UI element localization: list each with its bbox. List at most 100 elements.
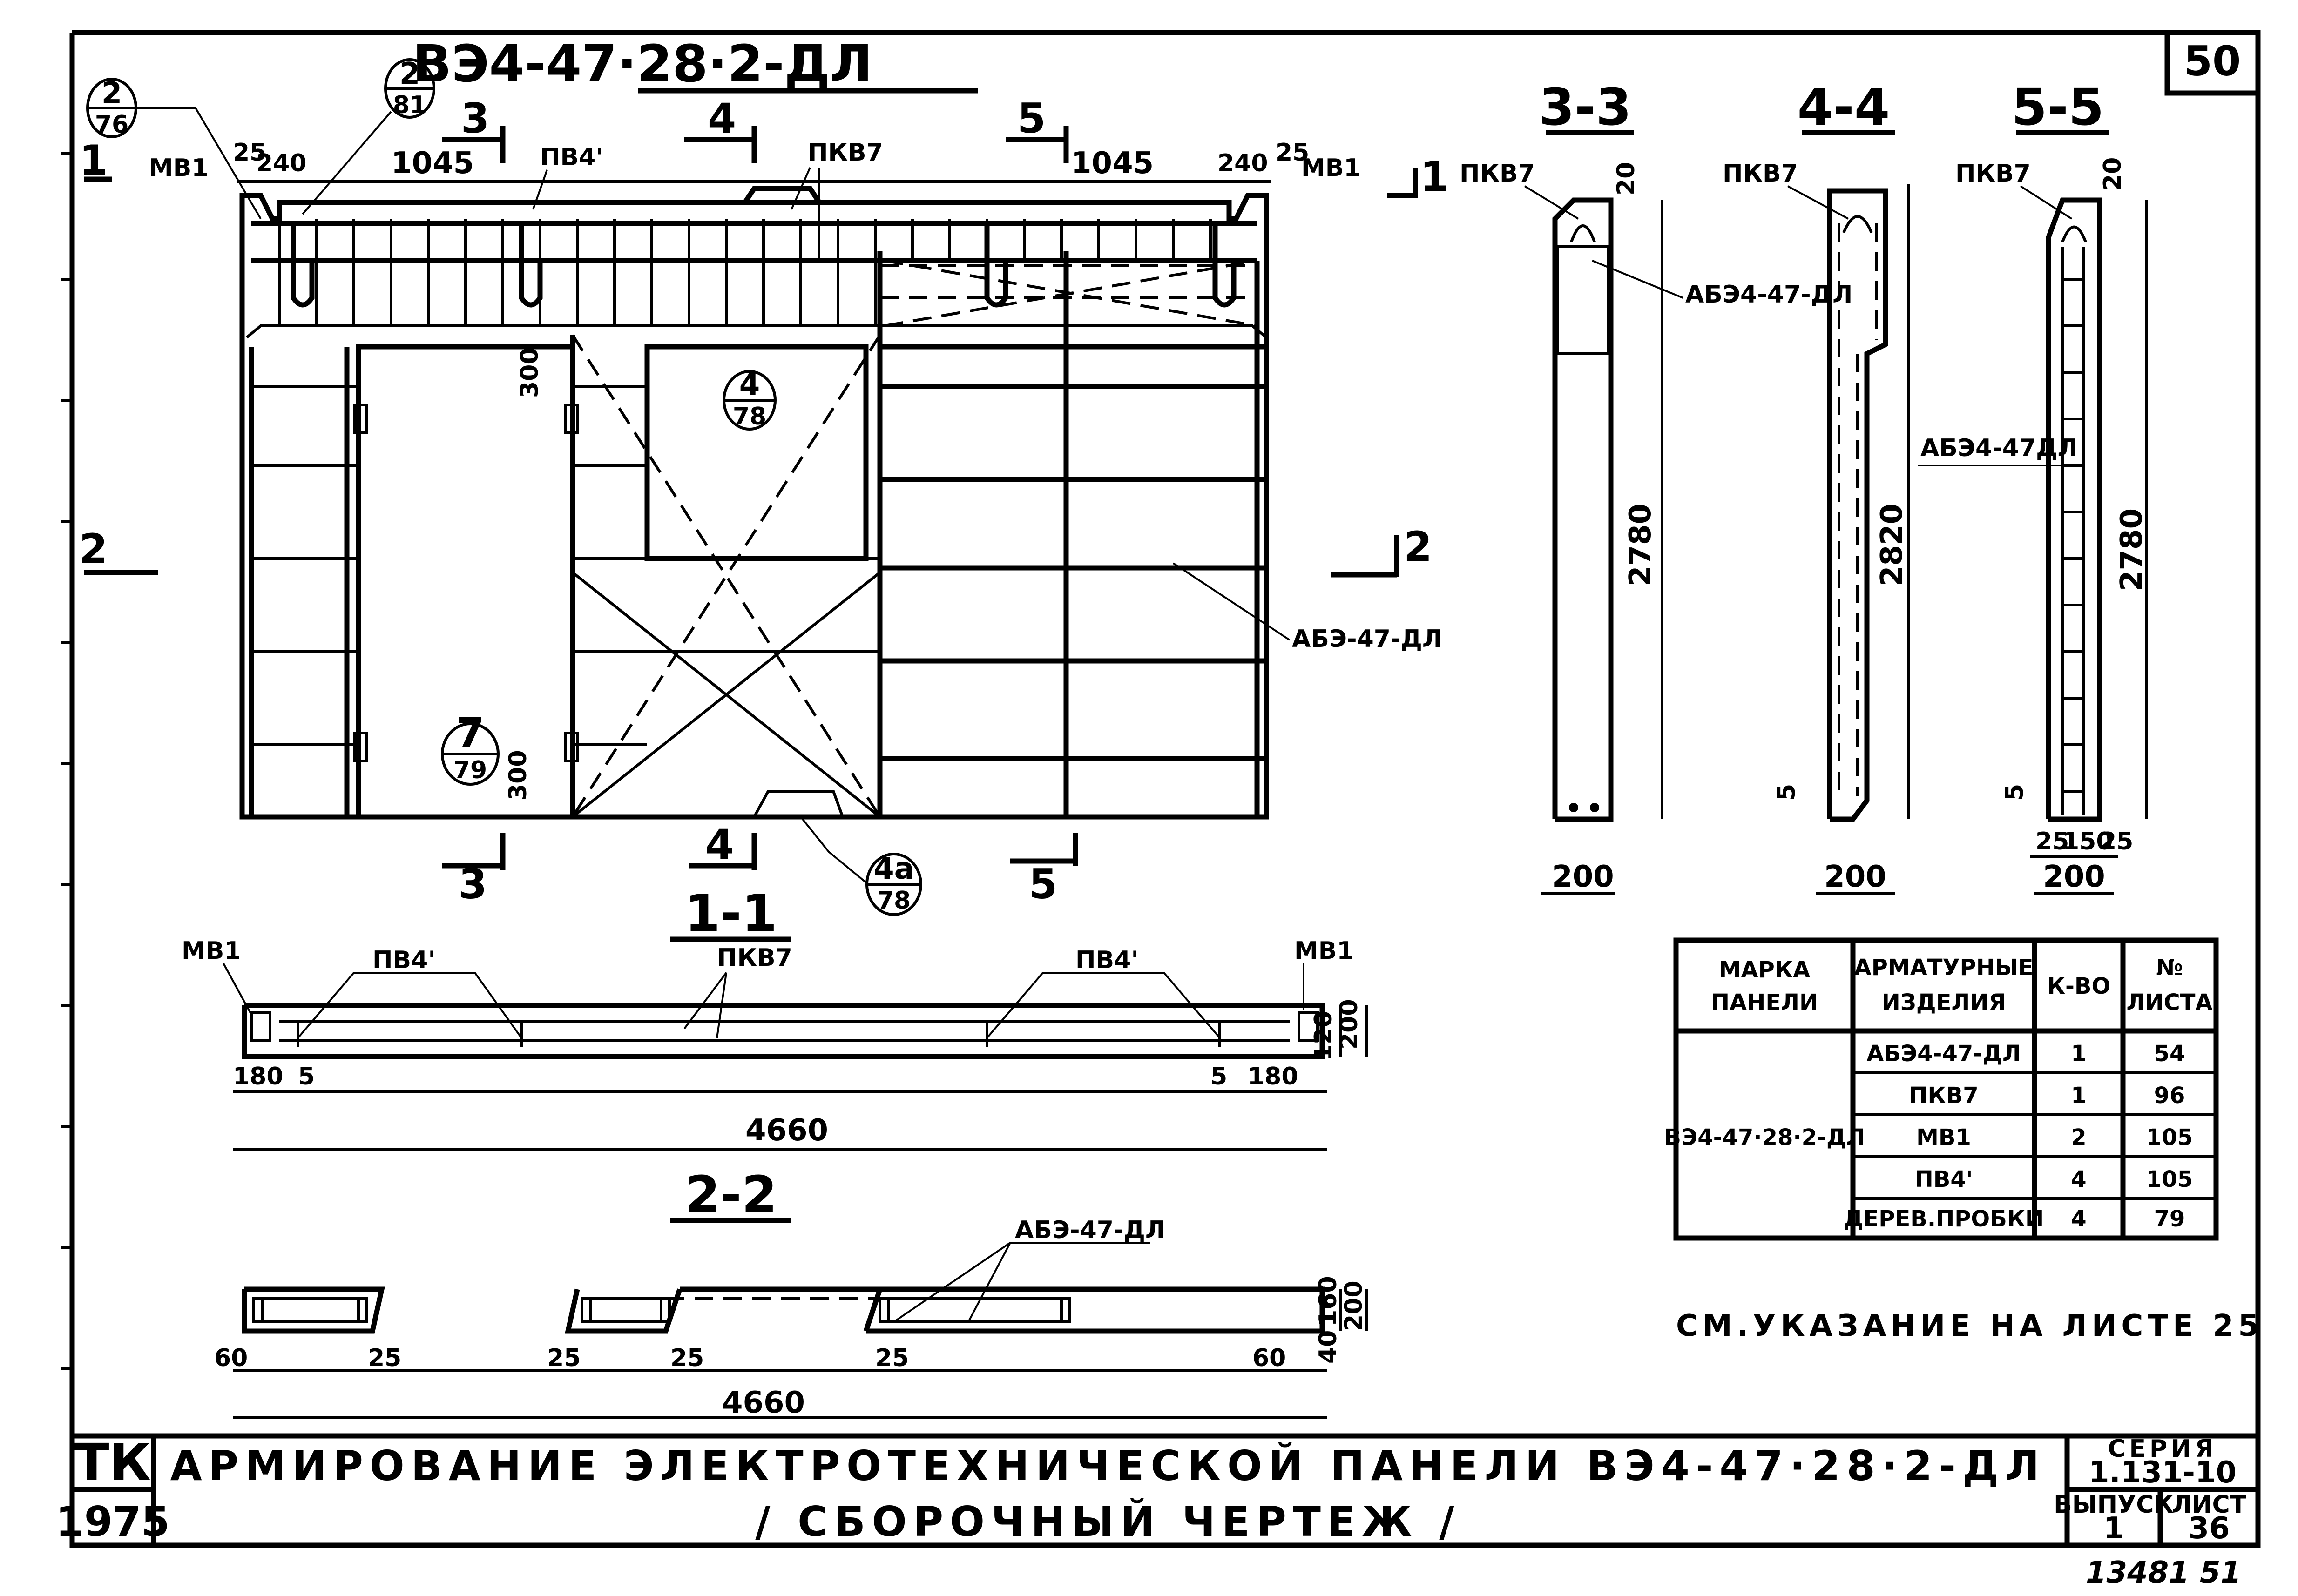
- section-1-1-mv1-right: МВ1: [1294, 937, 1354, 965]
- callout-7-79: 7 79: [441, 709, 500, 786]
- top-dimensions: 25 240 1045 1045 240 25: [233, 139, 1309, 183]
- issue-label: ВЫПУСК: [2054, 1491, 2174, 1519]
- main-view: ВЭ4-47·28·2-ДЛ: [79, 34, 1448, 916]
- section-4-4-title: 4-4: [1798, 77, 1890, 137]
- section-2-2-length: 4660: [722, 1386, 805, 1420]
- row-sheet: 79: [2154, 1206, 2185, 1232]
- cut-5-top: 5: [1017, 94, 1046, 142]
- section-1-1-pkv7: ПКВ7: [717, 944, 792, 972]
- org-code: ТК: [74, 1433, 151, 1492]
- section-3-3: 3-3 ПКВ7 АБЭ4-47-ДЛ 2780 20 200: [1460, 77, 1852, 895]
- lifting-loops: [291, 223, 1237, 308]
- section-1-1-d180-left: 180: [233, 1063, 284, 1091]
- label-mv1-right: МВ1: [1301, 154, 1361, 182]
- sheet-label: ЛИСТ: [2172, 1491, 2247, 1519]
- row-sheet: 96: [2154, 1083, 2185, 1109]
- section-2-2-d60-left: 60: [214, 1344, 248, 1372]
- th-mark-1: МАРКА: [1719, 957, 1810, 983]
- callout-bottom: 78: [877, 887, 911, 915]
- cut-marks: 1 1 2 2 3 3 4 4 5 5: [79, 94, 1448, 908]
- cut-4-bottom: 4: [705, 821, 734, 869]
- th-items-1: АРМАТУРНЫЕ: [1854, 955, 2034, 981]
- section-3-3-height: 2780: [1623, 504, 1658, 586]
- section-5-5-width: 200: [2043, 860, 2105, 894]
- pencil-note: 13481 51: [2086, 1556, 2241, 1590]
- label-mv1-left: МВ1: [149, 154, 209, 182]
- callout-4a-78: 4а 78: [800, 816, 922, 916]
- row-item: АБЭ4-47-ДЛ: [1866, 1041, 2021, 1067]
- section-2-2-title: 2-2: [685, 1165, 777, 1225]
- section-2-2-d25-c: 25: [670, 1344, 704, 1372]
- callout-bottom: 79: [453, 756, 487, 784]
- title-block: ТК 1975 АРМИРОВАНИЕ ЭЛЕКТРОТЕХНИЧЕСКОЙ П…: [56, 1433, 2258, 1546]
- row-item: МВ1: [1916, 1125, 1971, 1151]
- row-item: ПКВ7: [1909, 1083, 1978, 1109]
- section-3-3-label-pkv7: ПКВ7: [1460, 160, 1535, 188]
- callout-bottom: 76: [95, 111, 128, 139]
- section-2-2-d200: 200: [1340, 1280, 1368, 1331]
- section-2-2-d40: 40: [1314, 1330, 1342, 1364]
- row-qty: 1: [2071, 1041, 2086, 1067]
- dim-300-bottom: 300: [504, 750, 532, 801]
- callout-top: 2: [101, 76, 122, 111]
- section-5-5-d25-left: 25: [2035, 828, 2069, 855]
- table-row: ПКВ7 1 96: [1909, 1083, 2185, 1109]
- sheet-value: 36: [2188, 1511, 2230, 1546]
- cut-3-top: 3: [461, 94, 489, 142]
- dim-1045-left: 1045: [391, 146, 474, 181]
- callout-4-78: 4 78: [723, 368, 777, 431]
- dim-240-right: 240: [1217, 149, 1268, 177]
- row-item: ДЕРЕВ.ПРОБКИ: [1844, 1206, 2044, 1232]
- top-rebar-zone: [251, 219, 1257, 327]
- th-items-2: ИЗДЕЛИЯ: [1882, 990, 2006, 1016]
- section-2-2-d160: 160: [1314, 1276, 1342, 1327]
- drawing-title-line2: / СБОРОЧНЫЙ ЧЕРТЕЖ /: [755, 1498, 1460, 1546]
- callout-2-81: 2 81: [302, 57, 435, 215]
- th-qty: К-ВО: [2047, 973, 2111, 999]
- th-sheet-2: ЛИСТА: [2126, 990, 2212, 1016]
- row-qty: 4: [2071, 1166, 2086, 1192]
- section-1-1-pv4-left: ПВ4': [372, 946, 435, 974]
- row-qty: 1: [2071, 1083, 2086, 1109]
- callout-bottom: 81: [393, 91, 426, 119]
- section-5-5-label-ab: АБЭ4-47ДЛ: [1920, 434, 2078, 462]
- section-3-3-label-ab: АБЭ4-47-ДЛ: [1685, 281, 1852, 309]
- sheet-number: 50: [2184, 37, 2241, 85]
- series-value: 1.131-10: [2088, 1455, 2237, 1490]
- section-5-5-label-pkv7: ПКВ7: [1955, 160, 2031, 188]
- section-5-5: 5-5 ПКВ7 АБЭ4-47ДЛ 2780 20 5 25 150 25 2…: [1918, 77, 2149, 895]
- table-row: ПВ4' 4 105: [1915, 1166, 2193, 1192]
- cut-1-right: 1: [1420, 153, 1448, 201]
- section-2-2-d25-d: 25: [875, 1344, 909, 1372]
- main-view-title: ВЭ4-47·28·2-ДЛ: [412, 34, 872, 94]
- spec-table: МАРКА ПАНЕЛИ АРМАТУРНЫЕ ИЗДЕЛИЯ К-ВО № Л…: [1664, 937, 2219, 1241]
- row-item: ПВ4': [1915, 1166, 1973, 1192]
- cut-1-left: 1: [79, 136, 108, 184]
- table-row: АБЭ4-47-ДЛ 1 54: [1866, 1041, 2185, 1067]
- cut-2-left: 2: [79, 525, 108, 573]
- label-pkv7: ПКВ7: [808, 139, 883, 167]
- section-5-5-d20: 20: [2099, 157, 2127, 191]
- label-ab3: АБЭ-47-ДЛ: [1292, 625, 1442, 653]
- row-sheet: 54: [2154, 1041, 2185, 1067]
- cut-4-top: 4: [708, 94, 736, 142]
- section-5-5-height: 2780: [2115, 508, 2149, 591]
- year: 1975: [56, 1498, 170, 1546]
- section-1-1-title: 1-1: [685, 883, 777, 943]
- label-pv4: ПВ4': [540, 143, 603, 171]
- section-3-3-title: 3-3: [1539, 77, 1632, 137]
- callout-top: 2: [399, 57, 420, 91]
- row-qty: 4: [2071, 1206, 2086, 1232]
- section-1-1-d180-right: 180: [1248, 1063, 1298, 1091]
- section-1-1-d120: 120: [1310, 1010, 1338, 1061]
- sheet-frame: [61, 30, 2261, 1548]
- section-4-4-label-pkv7: ПКВ7: [1723, 160, 1798, 188]
- panel-outline: [239, 186, 1269, 820]
- cut-2-right: 2: [1404, 523, 1432, 571]
- issue-value: 1: [2103, 1511, 2124, 1546]
- note-text: СМ.УКАЗАНИЕ НА ЛИСТЕ 25: [1676, 1309, 2264, 1343]
- section-2-2: 2-2 АБЭ-47-ДЛ 60 25 25 25 25 60 4660 160: [214, 1165, 1368, 1420]
- cut-5-bottom: 5: [1029, 860, 1057, 908]
